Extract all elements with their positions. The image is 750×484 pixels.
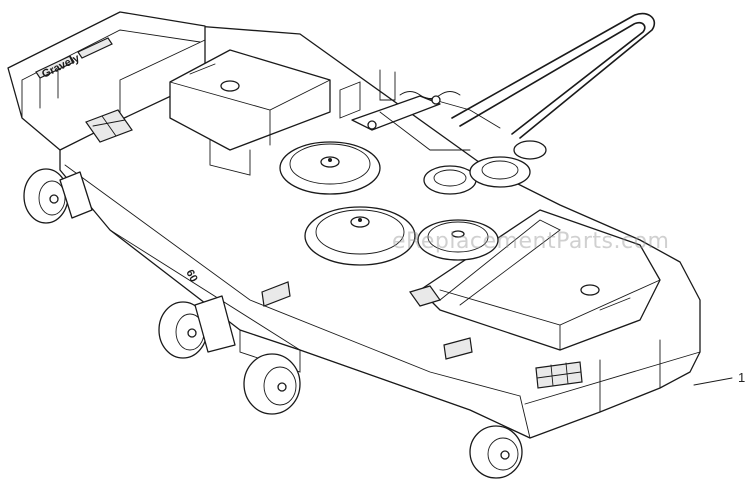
right-spindle-pulley — [417, 219, 499, 261]
deck-decals — [85, 109, 583, 389]
left-spindle-cover — [169, 49, 331, 176]
gauge-wheel-front-left — [243, 353, 301, 415]
right-spindle-cover — [409, 209, 661, 351]
gauge-wheel-front-right — [469, 425, 523, 479]
deck-size-decal: 60 — [183, 268, 199, 284]
center-spindle-pulley — [304, 206, 416, 266]
gauge-wheel-mid-left — [158, 295, 236, 359]
idler-arm-assembly — [339, 69, 501, 151]
idler-pulleys — [423, 140, 547, 195]
watermark-text: eReplacementParts.com — [392, 229, 670, 254]
callout-label-1: 1 — [738, 370, 746, 385]
callout-leader-1 — [693, 377, 733, 386]
drive-belt — [451, 12, 656, 139]
left-spindle-pulley — [279, 141, 381, 195]
gauge-wheel-rear-left — [23, 168, 93, 224]
discharge-chute — [7, 11, 206, 151]
